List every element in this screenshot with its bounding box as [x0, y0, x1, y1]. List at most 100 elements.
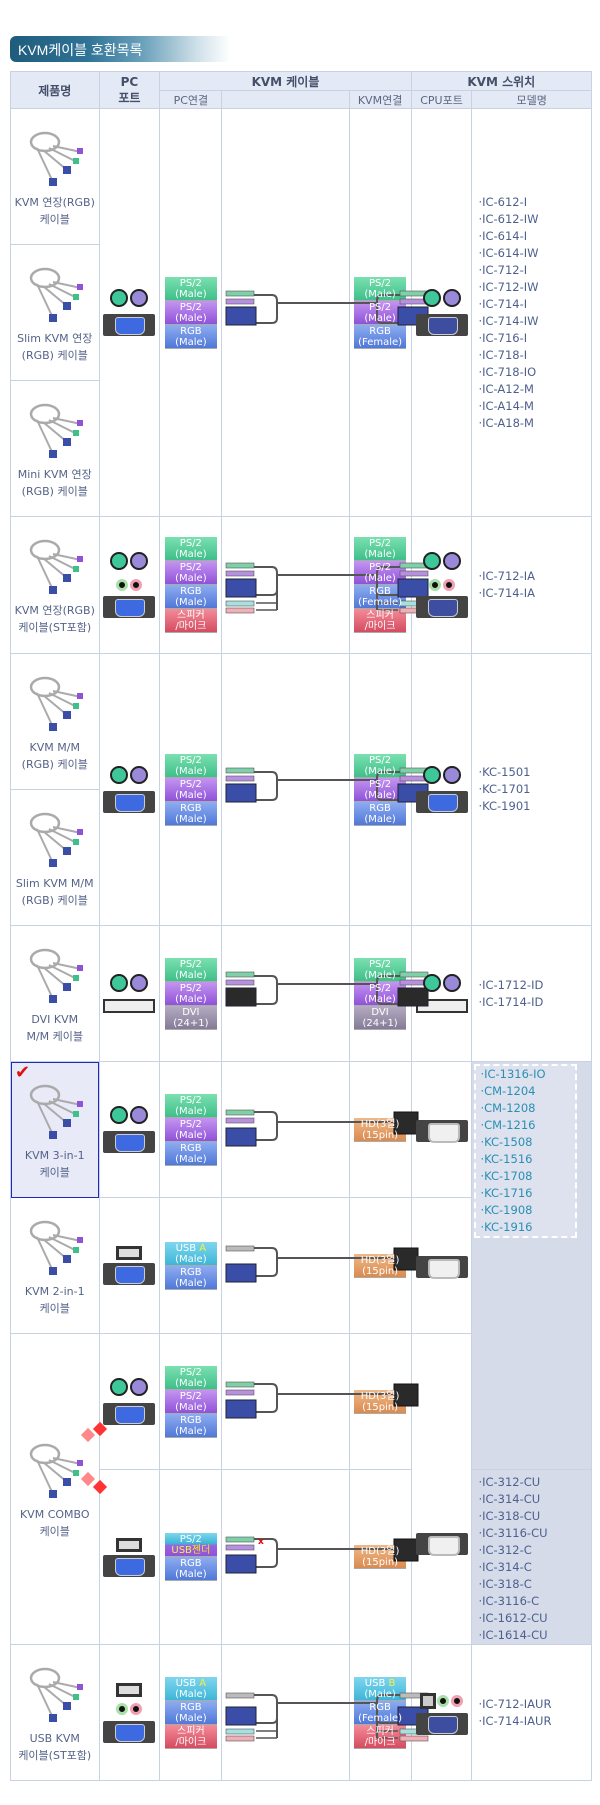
model-item[interactable]: ·KC-1908: [480, 1203, 533, 1217]
ps2-keyboard-port-icon: [422, 766, 441, 784]
badge-line2: (Male): [364, 573, 396, 584]
model-item[interactable]: ·IC-712-I: [478, 262, 528, 277]
connector-cell: PS/2(Male)PS/2(Male)RGB(Male): [159, 1061, 223, 1198]
model-item[interactable]: ·IC-718-IO: [478, 364, 537, 379]
model-item[interactable]: ·IC-714-IW: [478, 313, 539, 328]
model-item[interactable]: ·IC-314-CU: [478, 1492, 541, 1506]
model-item[interactable]: ·IC-712-IAUR: [478, 1696, 552, 1711]
model-item[interactable]: ·IC-3116-C: [478, 1594, 540, 1608]
port-cell: [98, 1333, 161, 1470]
ps2-ports: [100, 552, 160, 574]
model-item[interactable]: ·CM-1208: [480, 1101, 536, 1115]
badge-line1: PS/2: [369, 301, 392, 313]
product-cell[interactable]: Slim KVM 연장(RGB) 케이블: [10, 244, 100, 381]
product-name-line2: 케이블: [39, 1525, 70, 1538]
connector-badge: RGB(Male): [164, 1413, 217, 1438]
model-item[interactable]: ·IC-1316-IO: [480, 1067, 546, 1081]
badge-line2: (Male): [364, 1688, 396, 1700]
cable-coil-icon: [29, 676, 83, 731]
model-item[interactable]: ·KC-1516: [480, 1152, 533, 1166]
model-item[interactable]: ·CM-1204: [480, 1084, 536, 1098]
badge-line2: (Male): [175, 1377, 207, 1389]
model-item[interactable]: ·IC-712-IW: [478, 279, 539, 294]
model-item[interactable]: ·IC-614-I: [478, 228, 528, 243]
badge-line1: RGB: [369, 802, 391, 814]
connector-badge: PS/2(Male): [164, 1093, 217, 1118]
model-item[interactable]: ·IC-318-C: [478, 1577, 532, 1591]
model-item[interactable]: ·IC-312-C: [478, 1543, 532, 1557]
port-cell: [98, 1469, 161, 1645]
model-item[interactable]: ·IC-1712-ID: [478, 977, 544, 992]
badge-line1: PS/2: [179, 982, 202, 994]
model-item[interactable]: ·IC-716-I: [478, 330, 528, 345]
model-item[interactable]: ·IC-714-I: [478, 296, 528, 311]
badge-line1: PS/2: [179, 538, 202, 549]
model-item[interactable]: ·IC-718-I: [478, 347, 528, 362]
product-cell[interactable]: Slim KVM M/M(RGB) 케이블: [10, 789, 100, 926]
port-cell: [98, 1061, 161, 1198]
badge-line1: RGB: [180, 1701, 202, 1713]
badge-line2: (Male): [175, 1277, 207, 1289]
model-item[interactable]: ·IC-1614-CU: [478, 1628, 548, 1642]
model-item[interactable]: ·IC-1612-CU: [478, 1611, 548, 1625]
model-item[interactable]: ·IC-A14-M: [478, 398, 534, 413]
connector-badge: PS/2(Male): [164, 561, 217, 585]
hd15-port-icon: [415, 1533, 468, 1556]
product-name-line1: KVM 연장(RGB): [14, 604, 95, 617]
vga-male-port-icon: [415, 314, 468, 336]
model-item[interactable]: ·IC-312-CU: [478, 1475, 541, 1489]
badge-line2: (Male): [175, 597, 207, 608]
model-item[interactable]: ·KC-1508: [480, 1135, 533, 1149]
product-cell[interactable]: KVM M/M(RGB) 케이블: [10, 653, 100, 790]
model-item[interactable]: ·IC-A18-M: [478, 415, 534, 430]
model-item[interactable]: ·IC-314-C: [478, 1560, 532, 1574]
product-cell[interactable]: KVM 연장(RGB)케이블(ST포함): [10, 516, 100, 654]
model-item[interactable]: ·KC-1901: [478, 799, 531, 813]
model-item[interactable]: ·IC-614-IW: [478, 245, 539, 260]
model-item[interactable]: ·KC-1501: [478, 765, 531, 779]
product-cell[interactable]: Mini KVM 연장(RGB) 케이블: [10, 380, 100, 517]
ps2-keyboard-port-icon: [110, 766, 129, 784]
model-item[interactable]: ·KC-1916: [480, 1220, 533, 1234]
cable-image-cell: [221, 1061, 419, 1198]
badge-line1-b: B: [388, 1677, 396, 1689]
badge-line1: RGB: [369, 325, 391, 337]
connector-badge: RGB(Female): [354, 1700, 407, 1725]
table-row: Mini KVM 연장(RGB) 케이블: [10, 380, 592, 517]
model-item[interactable]: ·IC-1714-ID: [478, 994, 544, 1009]
model-item[interactable]: ·KC-1716: [480, 1186, 533, 1200]
model-item[interactable]: ·KC-1708: [480, 1169, 533, 1183]
port-cell: [98, 653, 161, 926]
connector-badge: RGB(Male): [354, 801, 407, 826]
product-name-line1: KVM M/M: [29, 740, 80, 754]
badge-line2: /마이크: [364, 1736, 396, 1748]
model-item[interactable]: ·KC-1701: [478, 782, 531, 796]
connector-cell: PS/2(Male)PS/2(Male)RGB(Female)스피커/마이크: [348, 516, 412, 654]
model-item[interactable]: ·CM-1216: [480, 1118, 536, 1132]
model-item[interactable]: ·IC-3116-CU: [478, 1526, 548, 1540]
product-name-line2: 케이블: [39, 1301, 70, 1315]
cable-image-cell: [221, 1644, 429, 1781]
header-kvm-connection: KVM연결: [348, 90, 412, 109]
product-cell[interactable]: KVM 연장(RGB)케이블: [10, 108, 100, 245]
model-item[interactable]: ·IC-318-CU: [478, 1509, 541, 1523]
ps2-mouse-port-icon: [130, 766, 149, 784]
header-kvm-cable: KVM 케이블: [159, 71, 412, 91]
model-item[interactable]: ·IC-712-IA: [478, 569, 536, 583]
model-item[interactable]: ·IC-714-IAUR: [478, 1713, 552, 1728]
cable-diagram-icon: [225, 1381, 419, 1418]
connector-badge: PS/2(Male): [354, 981, 407, 1006]
model-item[interactable]: ·IC-612-I: [478, 194, 528, 209]
model-item[interactable]: ·IC-612-IW: [478, 211, 539, 226]
model-item[interactable]: ·IC-A12-M: [478, 381, 534, 396]
model-item[interactable]: ·IC-714-IA: [478, 586, 536, 600]
product-name-line2: 케이블(ST포함): [18, 1748, 92, 1762]
badge-line2: (Male): [175, 813, 207, 825]
